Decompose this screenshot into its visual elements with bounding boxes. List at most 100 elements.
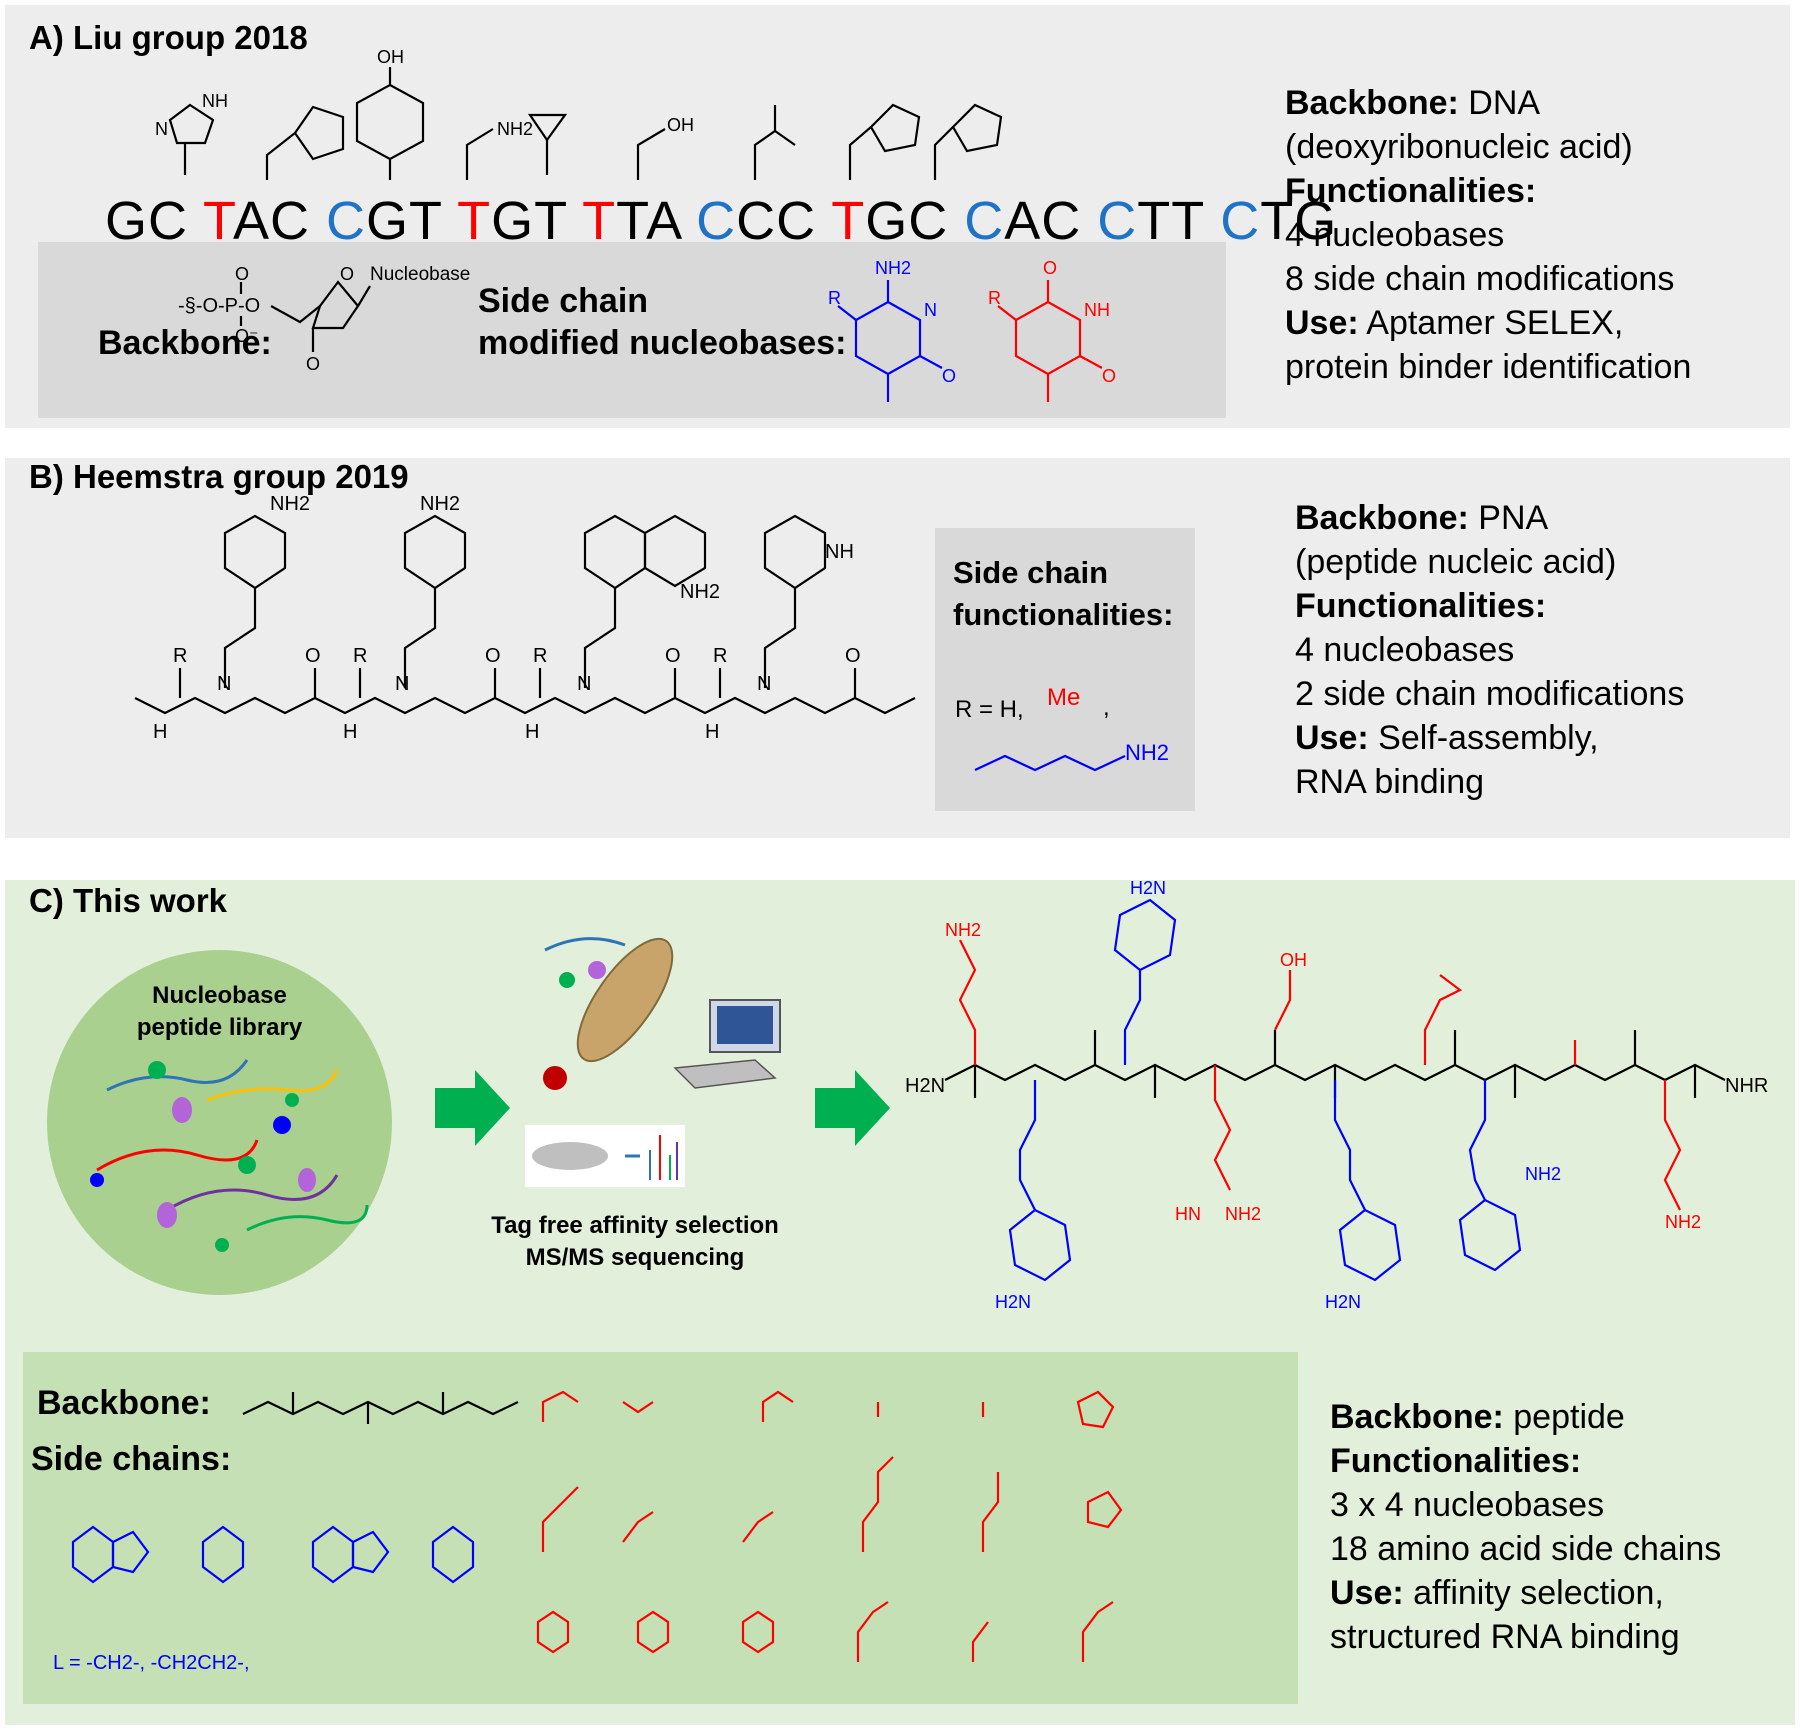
svg-text:H2N: H2N — [905, 1075, 945, 1097]
side-chain-label-a-1: Side chain — [478, 282, 649, 320]
linker-label: L = -CH2-, -CH2CH2-, — [53, 1652, 250, 1674]
selection-label: Tag free affinity selection MS/MS sequen… — [491, 1212, 779, 1271]
nucleobase-building-blocks — [71, 1525, 475, 1584]
dna-sequence: GC TAC CGT TGT TTA CCC TGC CAC CTT CTG — [105, 190, 1337, 252]
side-chains-label-c: Side chains: — [31, 1440, 232, 1478]
panel-a-info: Backbone: DNA (deoxyribonucleic acid) Fu… — [1285, 84, 1692, 386]
dna-backbone-structure: -§-O-P-O O O⁻ O O Nucleobase — [178, 264, 470, 374]
hit-peptide-structure: H2N NHR NH2 OH HN NH2 NH2 H2N H2N H2 — [905, 878, 1768, 1312]
svg-text:NH2: NH2 — [945, 920, 981, 940]
sequence-segment-1: T — [203, 191, 234, 251]
svg-text:O: O — [485, 645, 501, 667]
sequence-segment-3: C — [326, 191, 367, 251]
side-chain-label-a-2: modified nucleobases: — [478, 324, 847, 362]
svg-text:N: N — [155, 119, 168, 139]
panel-a: A) Liu group 2018 NH N OH NH2 OH GC T — [5, 5, 1790, 428]
svg-text:H2N: H2N — [1130, 878, 1166, 898]
sequence-segment-18: TG — [1260, 191, 1338, 251]
svg-text:O: O — [306, 354, 320, 374]
svg-text:NH2: NH2 — [680, 581, 720, 603]
building-blocks-box: Backbone: Side chains: L = -CH2-, -CH2CH… — [23, 1352, 1298, 1704]
sequence-segment-5: T — [457, 191, 492, 251]
sequence-segment-4: GT — [366, 191, 458, 251]
svg-text:R: R — [713, 645, 727, 667]
sequence-segment-8: TA — [616, 191, 697, 251]
svg-text:O: O — [1102, 366, 1116, 386]
panel-a-side-chain-structures: NH N OH NH2 OH — [155, 47, 1003, 180]
svg-text:O: O — [665, 645, 681, 667]
svg-text:NH2: NH2 — [270, 493, 310, 515]
svg-text:NH2: NH2 — [1225, 1204, 1261, 1224]
lysine-like-side-chain — [974, 754, 1126, 772]
svg-text:O: O — [235, 264, 249, 284]
svg-text:H2N: H2N — [1325, 1292, 1361, 1312]
svg-text:NH: NH — [825, 541, 854, 563]
svg-text:OH: OH — [667, 115, 694, 135]
svg-text:H2N: H2N — [995, 1292, 1031, 1312]
svg-text:H: H — [153, 721, 167, 743]
sequence-segment-9: C — [696, 191, 737, 251]
panel-b-title: B) Heemstra group 2019 — [29, 458, 409, 495]
selection-illustration — [525, 937, 781, 1187]
panel-c: C) This work Nucleobase peptide library — [5, 878, 1795, 1725]
svg-text:O: O — [845, 645, 861, 667]
sequence-segment-6: GT — [491, 191, 583, 251]
r-equals-label: R = H, — [955, 696, 1024, 723]
panel-b-info: Backbone: PNA (peptide nucleic acid) Fun… — [1295, 499, 1685, 801]
peptide-backbone-structure — [242, 1392, 519, 1424]
library-circle: Nucleobase peptide library — [47, 950, 392, 1295]
modified-cytosine-structure: NH2 N O R — [828, 258, 956, 402]
amino-acid-side-chain-grid — [536, 1390, 1123, 1662]
svg-text:R: R — [353, 645, 367, 667]
sequence-segment-10: CC — [736, 191, 832, 251]
sequence-segment-17: C — [1220, 191, 1261, 251]
svg-text:H: H — [525, 721, 539, 743]
backbone-label-a: Backbone: — [98, 324, 272, 362]
side-chain-label-b-1: Side chain — [953, 555, 1109, 590]
sequence-segment-13: C — [964, 191, 1005, 251]
comma-label: , — [1103, 694, 1110, 721]
svg-text:N: N — [395, 673, 409, 695]
svg-text:R: R — [533, 645, 547, 667]
svg-text:H: H — [705, 721, 719, 743]
pna-structure: O O O O H H H H N N N N R R R R NH2 NH2 … — [134, 493, 916, 743]
modified-uracil-structure: O NH O R — [988, 258, 1116, 402]
arrow-right-2 — [815, 1070, 890, 1146]
side-chain-box-b: Side chain functionalities: R = H, Me , … — [935, 528, 1195, 811]
svg-text:NH2: NH2 — [420, 493, 460, 515]
svg-text:NH2: NH2 — [1665, 1212, 1701, 1232]
svg-text:NHR: NHR — [1725, 1075, 1768, 1097]
panel-c-title: C) This work — [29, 882, 228, 919]
svg-text:H: H — [343, 721, 357, 743]
svg-text:-§-O-P-O: -§-O-P-O — [178, 295, 260, 317]
sequence-segment-11: T — [831, 191, 866, 251]
svg-text:OH: OH — [1280, 950, 1307, 970]
svg-text:O⁻: O⁻ — [235, 326, 259, 346]
svg-text:NH: NH — [202, 91, 228, 111]
panel-b: B) Heemstra group 2019 O O O O H H H H N… — [5, 458, 1790, 838]
svg-text:Nucleobase: Nucleobase — [370, 264, 470, 285]
sequence-segment-7: T — [582, 191, 617, 251]
svg-text:HN: HN — [1175, 1204, 1201, 1224]
svg-text:O: O — [1043, 258, 1057, 278]
svg-text:R: R — [828, 288, 841, 308]
sequence-segment-2: AC — [233, 191, 327, 251]
svg-text:NH2: NH2 — [1525, 1164, 1561, 1184]
svg-text:O: O — [340, 264, 354, 284]
svg-text:O: O — [942, 366, 956, 386]
arrow-right-1 — [435, 1070, 510, 1146]
sequence-segment-14: AC — [1004, 191, 1098, 251]
svg-text:NH: NH — [1084, 300, 1110, 320]
svg-text:N: N — [924, 300, 937, 320]
panel-a-title: A) Liu group 2018 — [29, 19, 308, 56]
sequence-segment-16: TT — [1137, 191, 1221, 251]
svg-text:O: O — [305, 645, 321, 667]
side-chain-label-b-2: functionalities: — [953, 597, 1174, 632]
backbone-label-c: Backbone: — [37, 1384, 211, 1422]
svg-text:R: R — [173, 645, 187, 667]
svg-text:NH2: NH2 — [875, 258, 911, 278]
library-peptides-illustration — [90, 1059, 369, 1252]
sequence-segment-0: GC — [105, 191, 204, 251]
nh2-label-b: NH2 — [1125, 740, 1170, 765]
methyl-label: Me — [1047, 684, 1081, 711]
